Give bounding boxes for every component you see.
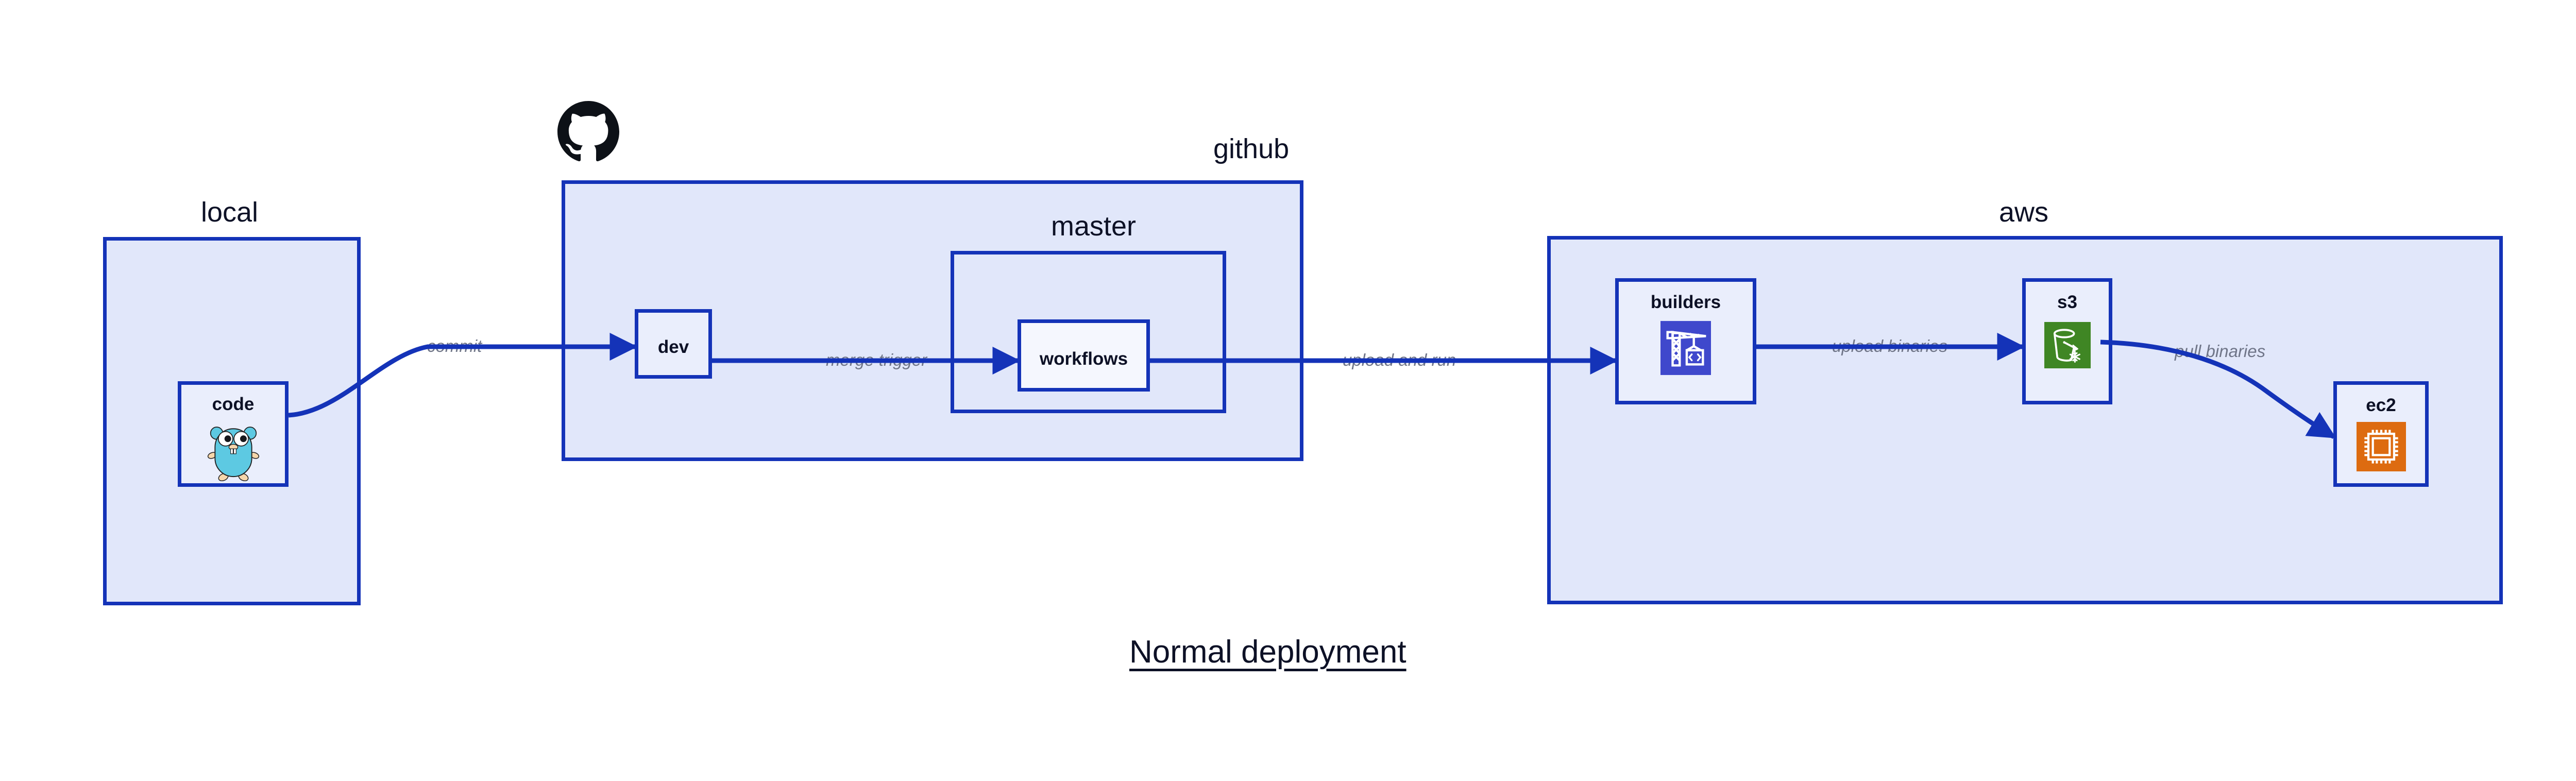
zone-aws-label: aws [1999, 197, 2049, 228]
node-dev-label: dev [657, 337, 689, 357]
node-ec2-label: ec2 [2366, 395, 2396, 415]
node-s3[interactable]: s3 [2022, 278, 2112, 404]
github-octocat-icon [557, 101, 619, 163]
aws-codebuild-icon [1660, 321, 1711, 375]
zone-master-label: master [1051, 211, 1137, 242]
node-workflows-label: workflows [1039, 349, 1128, 369]
edge-merge-trigger-label: merge trigger [823, 351, 930, 368]
edge-upload-binaries-label: upload binaries [1829, 337, 1951, 354]
edge-commit-label: commit [424, 337, 485, 354]
node-code[interactable]: code [178, 381, 289, 487]
node-code-label: code [212, 394, 255, 414]
edge-upload-and-run-label: upload and run [1340, 351, 1460, 368]
node-builders[interactable]: builders [1615, 278, 1756, 404]
zone-local-label: local [201, 197, 259, 228]
node-dev[interactable]: dev [635, 309, 712, 379]
aws-ec2-icon [2356, 422, 2406, 471]
edge-pull-binaries-label: pull binaries [2172, 343, 2269, 360]
node-s3-label: s3 [2057, 292, 2077, 312]
go-gopher-icon [206, 422, 261, 481]
aws-s3-glacier-icon [2044, 322, 2091, 368]
node-workflows[interactable]: workflows [1018, 319, 1150, 392]
node-ec2[interactable]: ec2 [2333, 381, 2429, 487]
node-builders-label: builders [1650, 292, 1721, 312]
diagram-title: Normal deployment [1129, 634, 1406, 670]
zone-github-label: github [1213, 133, 1290, 164]
